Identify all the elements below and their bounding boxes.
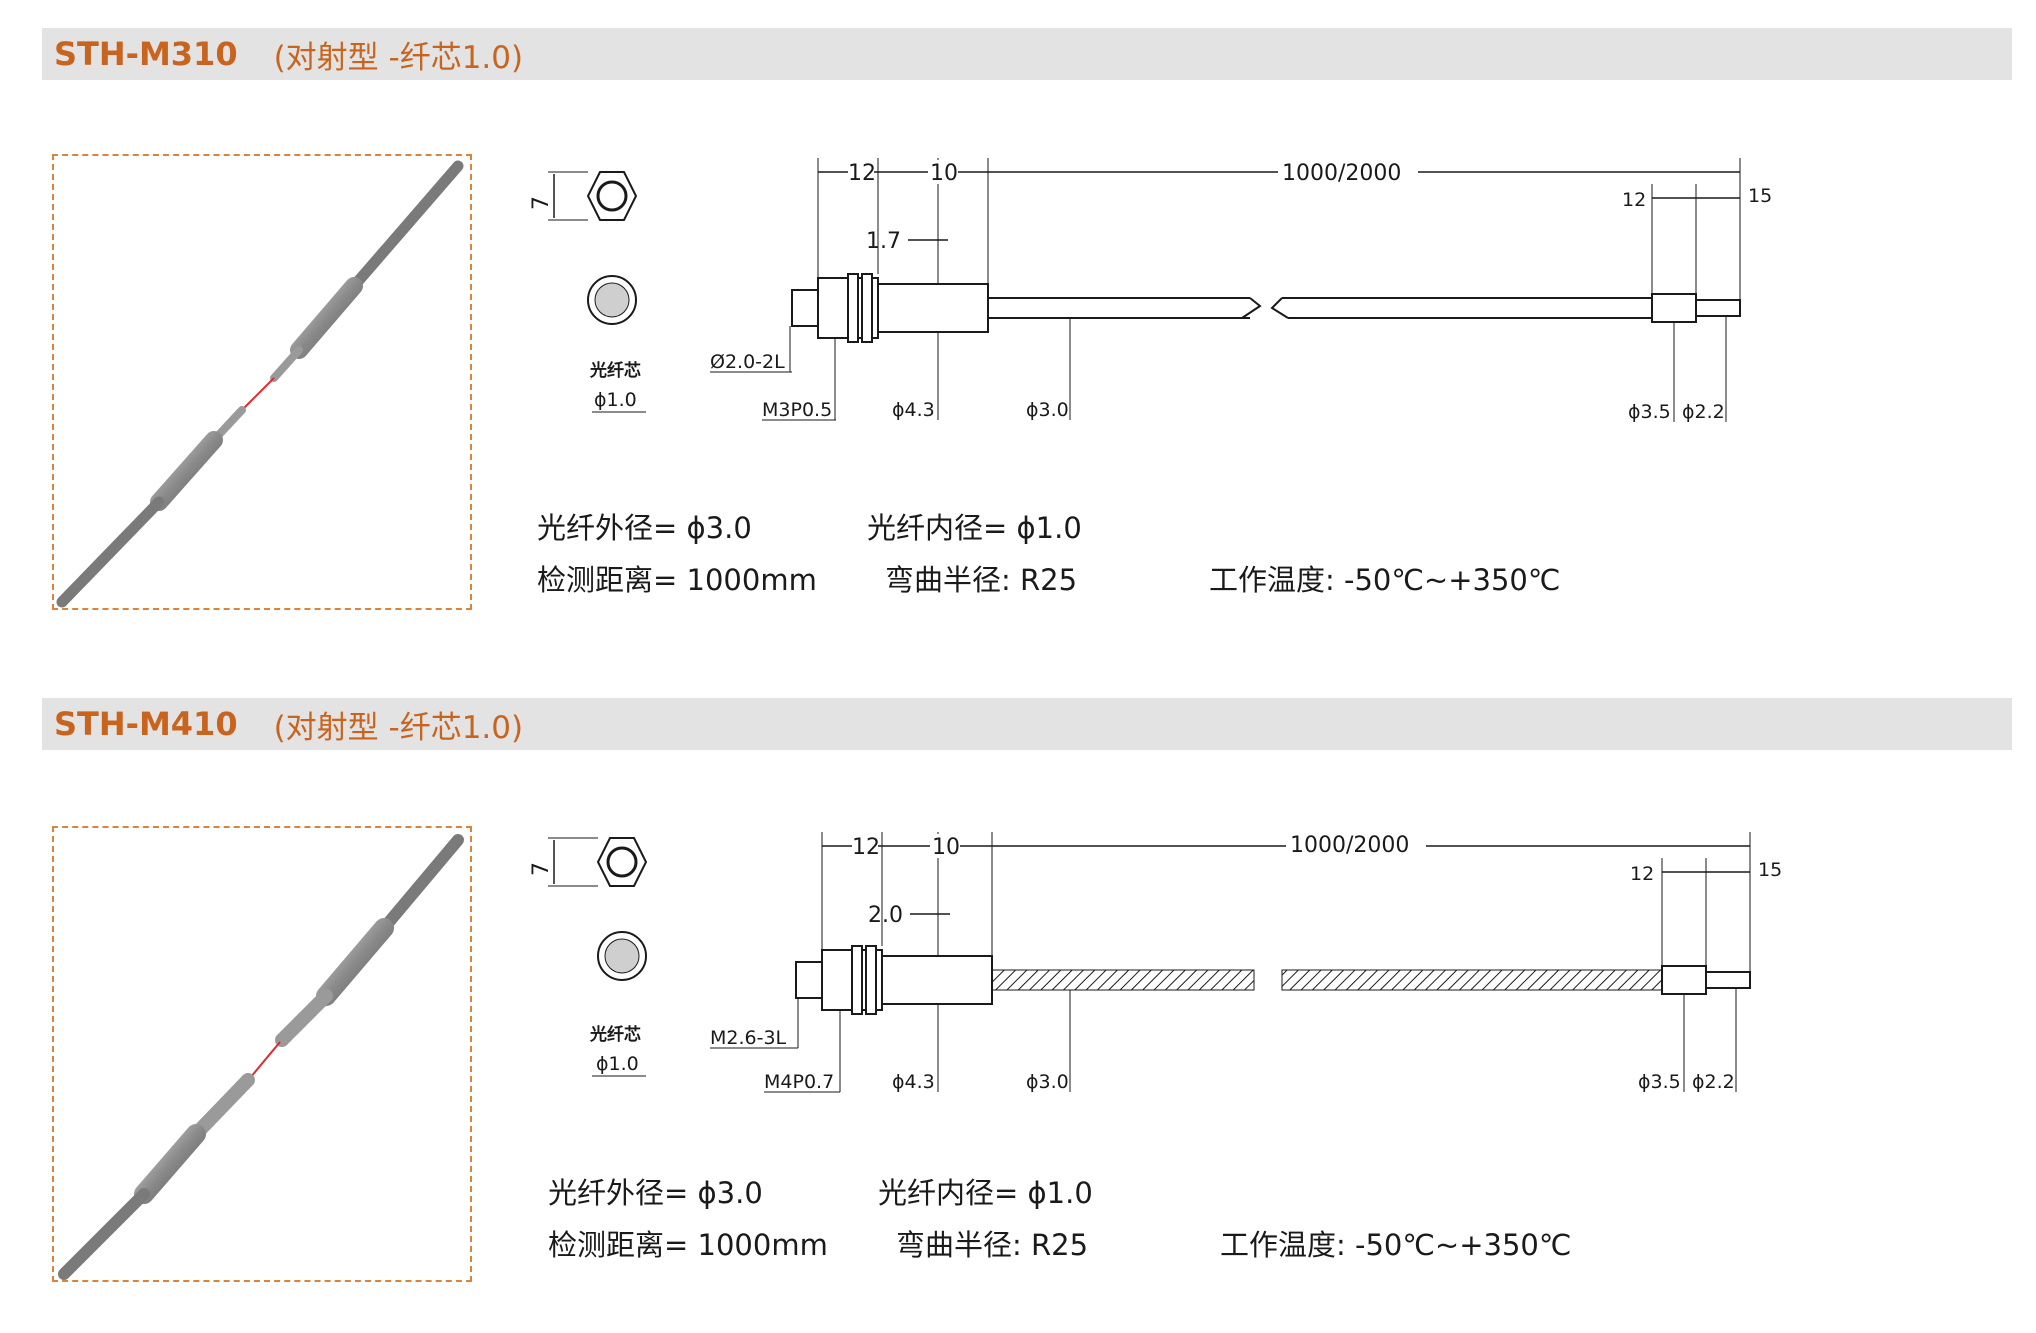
model-name: STH-M310 xyxy=(54,35,238,73)
core-dia-label: ϕ1.0 xyxy=(594,389,637,411)
dimension-drawing: 7 光纤芯 ϕ1.0 xyxy=(529,140,1830,450)
product-photo xyxy=(52,826,472,1282)
spec-bend-radius: 弯曲半径: R25 xyxy=(896,1228,1089,1262)
nut-1 xyxy=(847,273,859,343)
thread-label: M4P0.7 xyxy=(764,1071,834,1093)
tip xyxy=(791,289,819,327)
product-photo xyxy=(52,154,472,610)
body xyxy=(877,283,989,333)
tip-thread-label: Ø2.0-2L xyxy=(710,351,785,373)
core-dia-label: ϕ1.0 xyxy=(596,1053,639,1075)
probe-upper-body xyxy=(316,918,394,1006)
tip xyxy=(795,961,823,999)
core-label: 光纤芯 xyxy=(589,1024,641,1045)
tip-len-label: 12 xyxy=(1622,189,1646,211)
end-dia-label: ϕ2.2 xyxy=(1682,401,1725,423)
end-sleeve xyxy=(1661,965,1707,995)
sleeve-dia-label: ϕ3.5 xyxy=(1638,1071,1681,1093)
end-dia-label: ϕ2.2 xyxy=(1692,1071,1735,1093)
probe-upper-body xyxy=(290,277,363,359)
hex-height-label: 7 xyxy=(530,862,554,876)
probe-upper-cable xyxy=(378,834,464,934)
probe-upper-cable xyxy=(348,160,464,292)
spec-detect-distance: 检测距离= 1000mm xyxy=(537,563,817,597)
probe-lower-body xyxy=(150,431,223,511)
spec-bend-radius: 弯曲半径: R25 xyxy=(885,563,1078,597)
gap-label: 1.7 xyxy=(866,229,901,254)
len-total-label: 1000/2000 xyxy=(1290,833,1409,858)
len-b-label: 10 xyxy=(932,835,960,860)
dimension-drawing: 7 光纤芯 ϕ1.0 12 10 xyxy=(529,810,1830,1120)
model-subtitle: (对射型 -纤芯1.0) xyxy=(273,709,524,746)
gap-label: 2.0 xyxy=(868,903,903,928)
tip-thread-label: M2.6-3L xyxy=(710,1027,787,1049)
probe-lower-cable xyxy=(58,1188,150,1280)
end-len-label: 15 xyxy=(1758,859,1782,881)
thread-label: M3P0.5 xyxy=(762,399,832,421)
end-tube xyxy=(1695,299,1741,317)
spec-outer-dia: 光纤外径= ϕ3.0 xyxy=(537,511,752,545)
model-subtitle: (对射型 -纤芯1.0) xyxy=(273,39,524,76)
len-total-label: 1000/2000 xyxy=(1282,161,1401,186)
cable xyxy=(991,969,1255,991)
len-a-label: 12 xyxy=(848,161,876,186)
spec-inner-dia: 光纤内径= ϕ1.0 xyxy=(867,511,1082,545)
model-name: STH-M410 xyxy=(54,705,238,743)
probe-lower-cable xyxy=(56,496,165,608)
product-section-sth-m310: STH-M310 (对射型 -纤芯1.0) xyxy=(0,0,2036,650)
probe-upper-tip xyxy=(270,346,303,382)
nut-2 xyxy=(865,945,877,1015)
end-tube xyxy=(1705,971,1751,989)
spec-temperature: 工作温度: -50℃~+350℃ xyxy=(1220,1228,1572,1262)
nut-1 xyxy=(851,945,863,1015)
cable-dia-label: ϕ3.0 xyxy=(1026,1071,1069,1093)
spec-outer-dia: 光纤外径= ϕ3.0 xyxy=(548,1176,763,1210)
probe-lower-body xyxy=(134,1124,206,1204)
spec-inner-dia: 光纤内径= ϕ1.0 xyxy=(878,1176,1093,1210)
core-label: 光纤芯 xyxy=(589,360,641,381)
spec-detect-distance: 检测距离= 1000mm xyxy=(548,1228,828,1262)
body-dia-label: ϕ4.3 xyxy=(892,1071,935,1093)
probe-upper-thread xyxy=(275,989,333,1047)
light-beam xyxy=(249,1041,281,1079)
spec-temperature: 工作温度: -50℃~+350℃ xyxy=(1209,563,1561,597)
nut-2 xyxy=(861,273,873,343)
len-b-label: 10 xyxy=(930,161,958,186)
section-header: STH-M410 (对射型 -纤芯1.0) xyxy=(42,698,2012,750)
light-beam xyxy=(241,377,275,411)
body-dia-label: ϕ4.3 xyxy=(892,399,935,421)
body xyxy=(881,955,993,1005)
sleeve-dia-label: ϕ3.5 xyxy=(1628,401,1671,423)
probe-lower-thread xyxy=(189,1073,255,1141)
cable-dia-label: ϕ3.0 xyxy=(1026,399,1069,421)
section-header: STH-M310 (对射型 -纤芯1.0) xyxy=(42,28,2012,80)
product-section-sth-m410: STH-M410 (对射型 -纤芯1.0) xyxy=(0,670,2036,1320)
len-a-label: 12 xyxy=(852,835,880,860)
hex-height-label: 7 xyxy=(530,196,554,210)
end-len-label: 15 xyxy=(1748,185,1772,207)
tip-len-label: 12 xyxy=(1630,863,1654,885)
end-sleeve xyxy=(1651,293,1697,323)
